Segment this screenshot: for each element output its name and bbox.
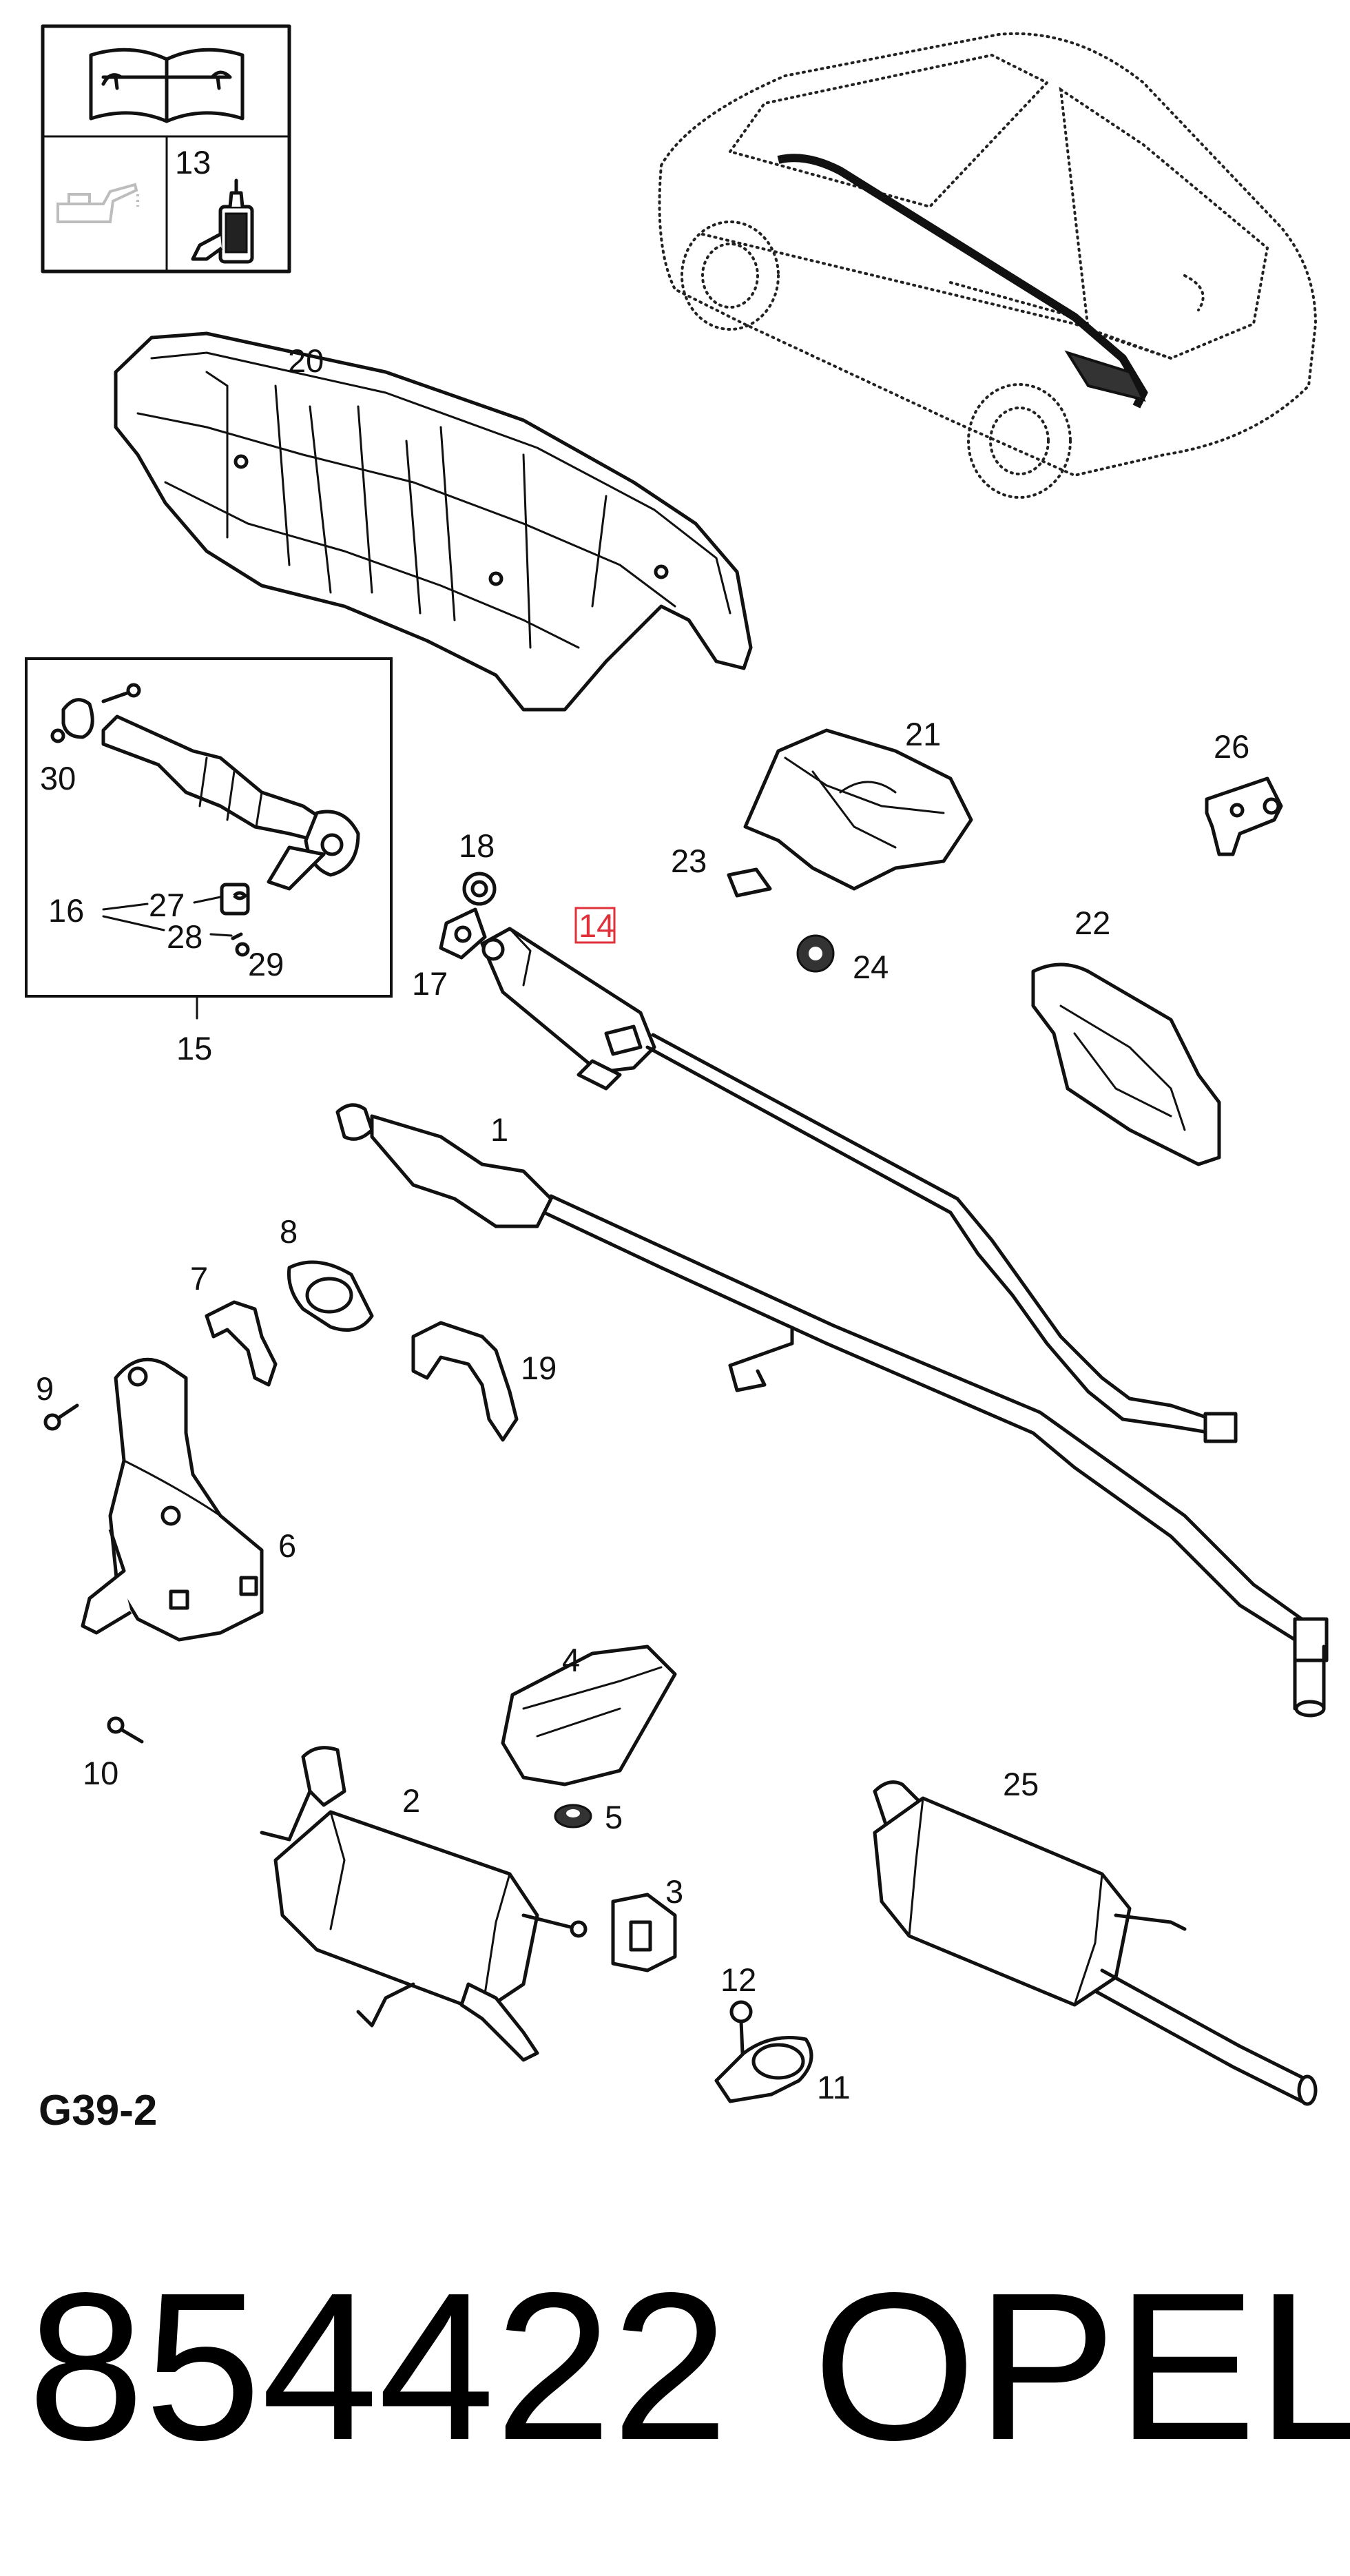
callout-22: 22 bbox=[1074, 905, 1110, 941]
callout-13: 13 bbox=[175, 144, 211, 181]
callout-29: 29 bbox=[248, 946, 284, 982]
clamp-11 bbox=[714, 2036, 813, 2103]
callout-8: 8 bbox=[280, 1213, 298, 1250]
clip-23 bbox=[727, 867, 772, 898]
callout-7: 7 bbox=[190, 1260, 208, 1297]
nut-18 bbox=[462, 872, 497, 906]
callout-25: 25 bbox=[1003, 1766, 1039, 1802]
clamp-7 bbox=[205, 1300, 278, 1387]
callout-30: 30 bbox=[40, 760, 76, 796]
callout-26: 26 bbox=[1214, 728, 1249, 765]
callout-16: 16 bbox=[48, 892, 84, 929]
callout-3: 3 bbox=[665, 1873, 683, 1910]
callout-6: 6 bbox=[278, 1527, 296, 1564]
callout-27: 27 bbox=[149, 887, 185, 923]
nut-24 bbox=[796, 934, 835, 973]
gasket-8 bbox=[287, 1260, 374, 1332]
highlight-box-14 bbox=[574, 907, 616, 944]
bolt-9 bbox=[43, 1403, 79, 1431]
front-pipe-1 bbox=[335, 1103, 1329, 1718]
rear-silencer-25 bbox=[873, 1780, 1318, 2106]
callout-19: 19 bbox=[521, 1350, 557, 1386]
nut-5 bbox=[554, 1804, 592, 1828]
callout-21: 21 bbox=[905, 716, 941, 752]
workshop-manual-icon bbox=[89, 48, 245, 123]
callout-15: 15 bbox=[176, 1030, 212, 1067]
bolt-12 bbox=[729, 2000, 753, 2055]
centre-silencer-14 bbox=[480, 927, 1238, 1443]
callout-23: 23 bbox=[671, 843, 707, 879]
brand-name: OPEL bbox=[813, 2249, 1350, 2484]
vehicle-outline-icon bbox=[658, 32, 1318, 499]
callout-24: 24 bbox=[853, 949, 889, 985]
callout-labels: 20 30 16 27 28 29 15 18 17 14 21 23 24 2… bbox=[36, 342, 1249, 2105]
rubber-mount-3 bbox=[611, 1893, 677, 1972]
gasket-17 bbox=[439, 907, 487, 960]
callout-10: 10 bbox=[83, 1755, 118, 1791]
heat-shield-22 bbox=[1031, 962, 1221, 1166]
oil-can-icon bbox=[56, 183, 139, 223]
callout-5: 5 bbox=[605, 1799, 623, 1835]
sealant-bottle-icon bbox=[191, 178, 254, 264]
bracket-26 bbox=[1205, 776, 1283, 856]
callout-4: 4 bbox=[562, 1642, 580, 1678]
callout-9: 9 bbox=[36, 1370, 54, 1407]
heat-shield-20 bbox=[114, 331, 753, 712]
callout-18: 18 bbox=[459, 827, 495, 864]
heat-shield-21 bbox=[743, 728, 973, 891]
callout-17: 17 bbox=[412, 965, 448, 1002]
legend-box: 13 bbox=[41, 24, 291, 274]
catalytic-converter-6 bbox=[81, 1357, 264, 1642]
bracket-19 bbox=[411, 1321, 519, 1442]
callout-2: 2 bbox=[402, 1782, 420, 1819]
callout-11: 11 bbox=[817, 2069, 851, 2105]
callout-20: 20 bbox=[288, 342, 324, 379]
callout-28: 28 bbox=[167, 918, 202, 955]
group-box-15 bbox=[25, 657, 393, 1020]
bolt-10 bbox=[107, 1716, 144, 1744]
callout-12: 12 bbox=[720, 1961, 756, 1998]
callout-1: 1 bbox=[490, 1111, 508, 1148]
diagram-code: G39-2 bbox=[39, 2087, 157, 2134]
part-number: 854422 bbox=[28, 2249, 729, 2484]
rear-silencer-2 bbox=[260, 1746, 588, 2062]
heat-shield-4 bbox=[501, 1645, 677, 1786]
callout-14-highlighted: 14 bbox=[579, 907, 614, 944]
